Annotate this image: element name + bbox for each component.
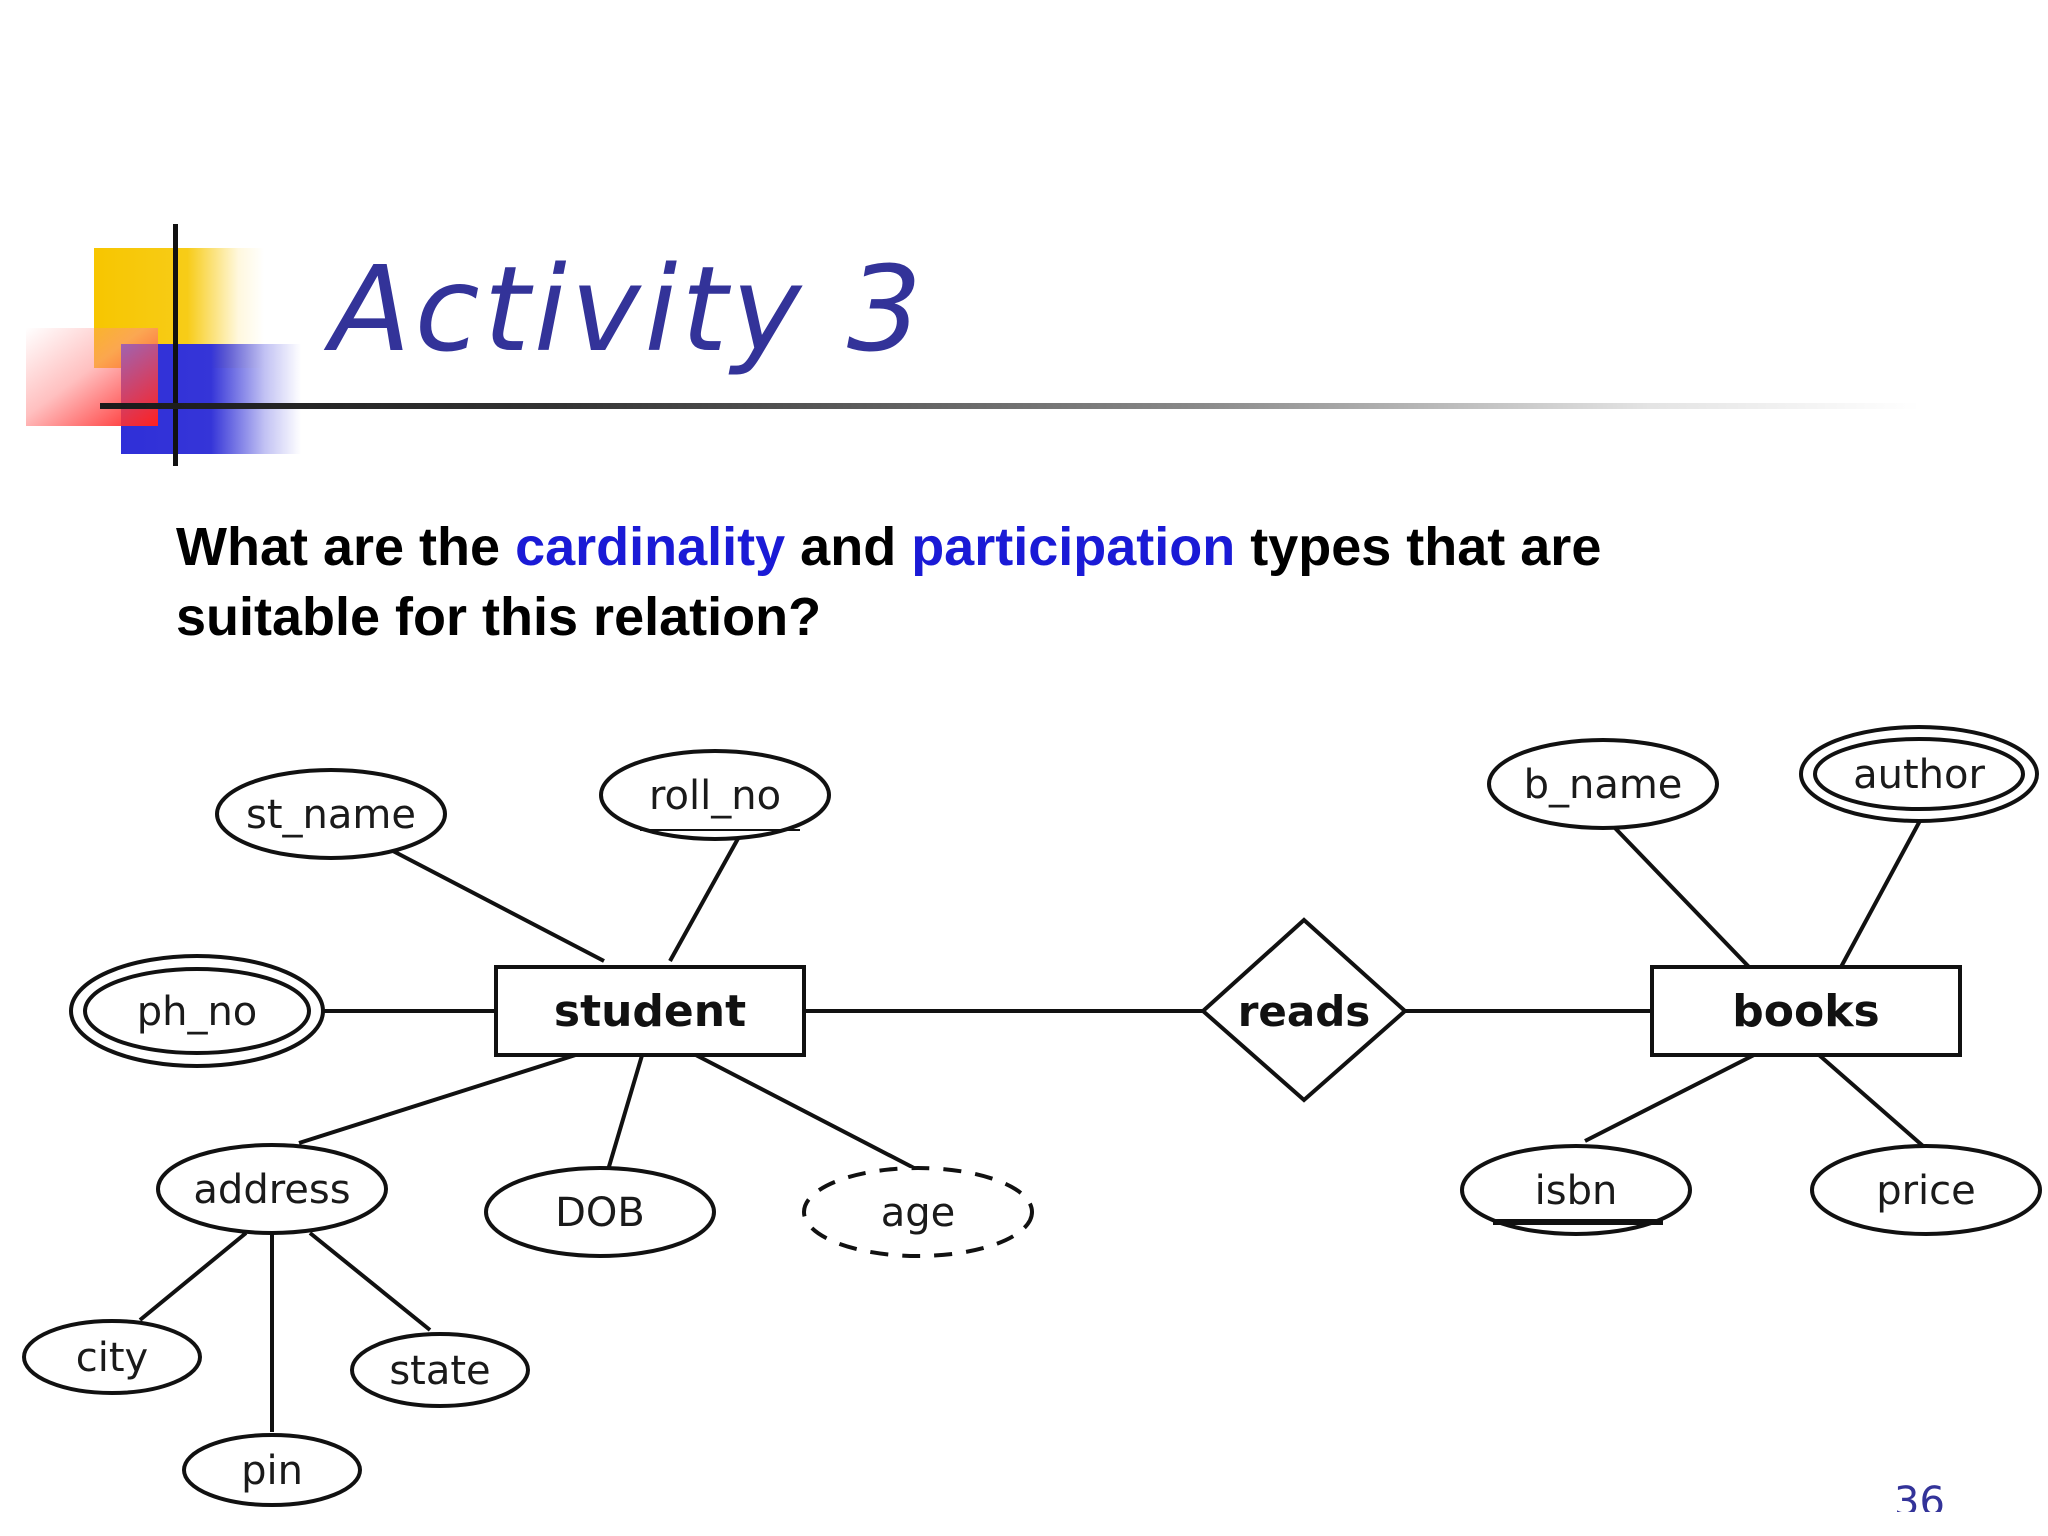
attribute-pin-ellipse (182, 1433, 362, 1507)
line-address-student (298, 1050, 586, 1145)
relationship-reads-diamond (1199, 917, 1409, 1103)
attribute-pin-label: pin (241, 1448, 303, 1494)
question-segment: What are the (176, 517, 516, 577)
line-roll_no-student (668, 834, 742, 962)
question-line-2: suitable for this relation? (176, 587, 822, 647)
question-line-1: What are the cardinality and participati… (176, 512, 1776, 582)
entity-books: books (1650, 965, 1962, 1057)
attribute-age-ellipse (802, 1166, 1034, 1258)
attribute-author-label: author (1853, 752, 1985, 798)
connector-lines (138, 816, 1925, 1432)
attribute-address-ellipse (156, 1143, 388, 1235)
line-price-books (1817, 1053, 1925, 1148)
entity-student: student (494, 965, 806, 1057)
line-state-address (308, 1231, 432, 1332)
slide-title: Activity 3 (330, 240, 926, 378)
attribute-ph_no-inner-ellipse (83, 967, 311, 1055)
attribute-DOB-label: DOB (555, 1190, 645, 1236)
attribute-roll_no-ellipse (599, 749, 831, 841)
question-segment: and (785, 517, 912, 577)
attribute-roll_no-label: roll_no (649, 773, 781, 819)
attribute-city-label: city (76, 1335, 148, 1381)
relationship-reads-label: reads (1238, 987, 1371, 1036)
line-b_name-books (1612, 825, 1751, 969)
line-isbn-books (1584, 1053, 1755, 1143)
line-author-books (1839, 816, 1924, 968)
attribute-st_name-ellipse (215, 768, 447, 860)
question-keyword-participation: participation (911, 517, 1236, 577)
question-text: What are the cardinality and participati… (176, 512, 1776, 652)
question-segment: types that are (1235, 517, 1602, 577)
attribute-price-label: price (1876, 1168, 1976, 1214)
page-number: 36 (1894, 1482, 1945, 1512)
line-city-address (138, 1231, 248, 1322)
entity-student-box (494, 965, 806, 1057)
line-DOB-student (606, 1051, 645, 1171)
attribute-shapes (22, 725, 2042, 1507)
entity-books-label: books (1732, 986, 1879, 1037)
attribute-state-label: state (389, 1348, 490, 1394)
attribute-DOB-ellipse (484, 1166, 716, 1258)
attribute-b_name-ellipse (1487, 738, 1719, 830)
attribute-city-ellipse (22, 1319, 202, 1395)
attribute-address-label: address (193, 1167, 350, 1213)
attribute-author-inner-ellipse (1813, 737, 2025, 811)
attribute-price-ellipse (1810, 1144, 2042, 1236)
line-age-student (689, 1050, 915, 1170)
attribute-b_name-label: b_name (1524, 762, 1683, 808)
question-keyword-cardinality: cardinality (515, 517, 786, 577)
attribute-ph_no-label: ph_no (137, 989, 258, 1035)
attribute-state-ellipse (350, 1332, 530, 1408)
attribute-isbn-ellipse (1460, 1144, 1692, 1236)
entity-books-box (1650, 965, 1962, 1057)
attribute-isbn-label: isbn (1535, 1168, 1618, 1214)
attribute-st_name-label: st_name (246, 792, 416, 838)
line-st_name-student (392, 849, 605, 963)
attribute-age-label: age (881, 1190, 956, 1236)
entity-student-label: student (554, 986, 746, 1037)
relationship-reads: reads (1199, 917, 1409, 1103)
attribute-labels: st_name roll_no ph_no address city pin s… (76, 752, 1986, 1494)
